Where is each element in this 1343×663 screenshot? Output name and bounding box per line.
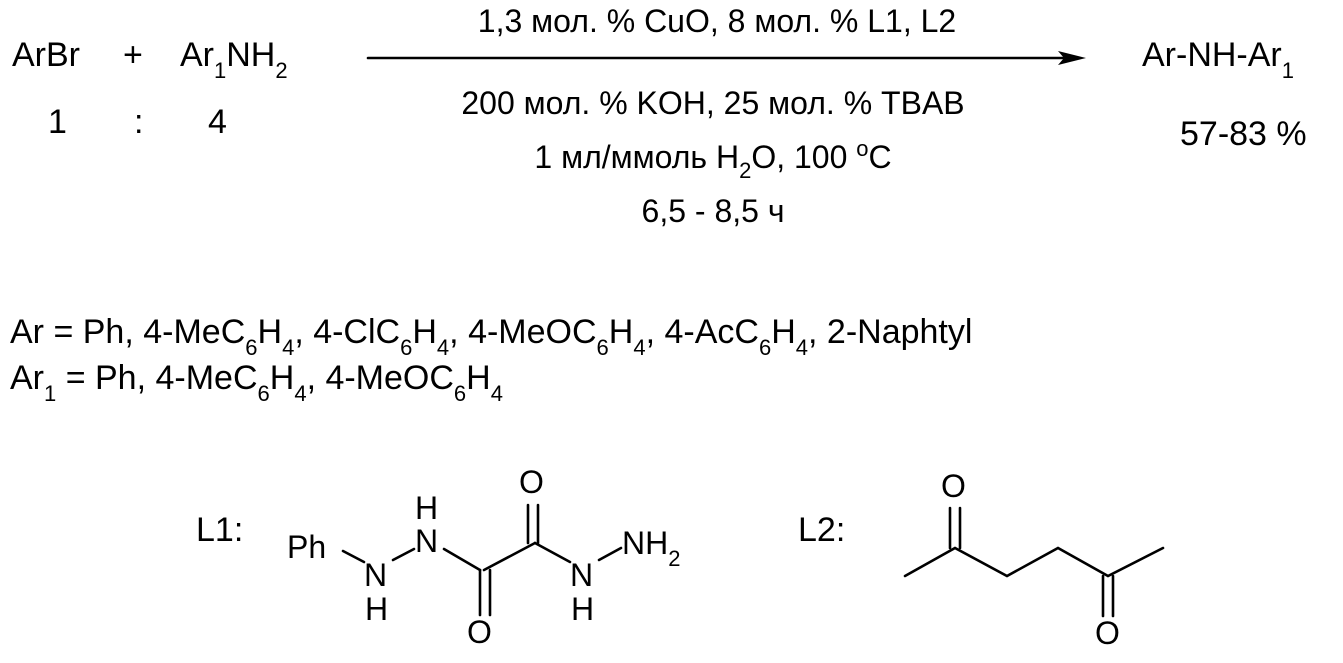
ar-def-part: Ar = Ph, 4-MeC	[10, 313, 245, 351]
ligand-l2-structure: L2: O O	[798, 468, 1165, 651]
ar-def-sub: 6	[759, 335, 771, 360]
product-main: Ar-NH-Ar	[1142, 36, 1282, 74]
ar1-def-sub: 1	[44, 381, 56, 406]
l1-bond-ph-n1	[341, 549, 366, 564]
l2-carbonyl-oxygen-2: O	[1095, 615, 1120, 651]
ar-def-part: , 2-Naphtyl	[808, 313, 972, 351]
l1-amino-subscript: 2	[668, 546, 680, 571]
l1-phenyl-group: Ph	[287, 529, 326, 565]
ar-def-sub: 4	[633, 335, 645, 360]
l1-bond-n1-n2	[391, 547, 416, 562]
l1-hydrogen-2: H	[415, 490, 438, 526]
conditions-line-2-mid: O, 100	[751, 139, 856, 175]
l1-carbonyl-oxygen-2: O	[519, 464, 544, 500]
l1-carbonyl-oxygen-1: O	[467, 614, 492, 650]
arylamine-subscript-2: 2	[275, 58, 287, 83]
ar-def-part: , 4-AcC	[646, 313, 759, 351]
ar-def-sub: 6	[597, 335, 609, 360]
ratio-left: 1	[48, 103, 67, 141]
ar-def-part: H	[609, 313, 634, 351]
arylamine-ar: Ar	[180, 36, 214, 74]
product-subscript: 1	[1282, 58, 1294, 83]
ligand-l2-label: L2:	[798, 511, 845, 549]
l2-carbon-chain	[903, 546, 1165, 578]
conditions-line-2-sub: 2	[739, 158, 751, 183]
l2-carbonyl-oxygen-1: O	[941, 468, 966, 504]
l1-bond-c1-c2	[482, 541, 537, 572]
ar1-def-part: , 4-MeOC	[307, 359, 454, 397]
reaction-arrow-head	[1058, 51, 1086, 65]
ar-def-part: , 4-ClC	[294, 313, 400, 351]
ar1-def-sub: 6	[454, 381, 466, 406]
l1-bond-c2-n3	[533, 541, 572, 564]
ar-def-sub: 4	[796, 335, 808, 360]
l1-bond-n3-n4	[597, 546, 623, 562]
ar-def-sub: 4	[282, 335, 294, 360]
conditions-line-3: 6,5 - 8,5 ч	[642, 193, 785, 229]
l1-nitrogen-3: N	[570, 557, 593, 593]
ligand-l1-structure: L1: Ph N H H N O O N H NH2	[196, 464, 680, 650]
ar1-def-part: H	[466, 359, 491, 397]
product-yield: 57-83 %	[1180, 115, 1307, 153]
conditions-line-2-post: C	[869, 139, 892, 175]
reactant-aryl-bromide: ArBr	[12, 36, 80, 74]
l1-amino-nh: NH	[622, 525, 668, 561]
ar1-def-part: H	[270, 359, 295, 397]
arylamine-subscript-1: 1	[214, 58, 226, 83]
conditions-above-arrow: 1,3 мол. % CuO, 8 мол. % L1, L2	[478, 3, 956, 39]
ar-definition: Ar = Ph, 4-MeC6H4, 4-ClC6H4, 4-MeOC6H4, …	[10, 313, 972, 360]
ar-def-sub: 4	[437, 335, 449, 360]
ratio-right: 4	[208, 103, 227, 141]
conditions-line-2-pre: 1 мл/ммоль H	[534, 139, 739, 175]
l1-hydrogen-1: H	[365, 591, 388, 627]
ar1-def-sub: 4	[294, 381, 306, 406]
ar1-def-sub: 4	[491, 381, 503, 406]
product: Ar-NH-Ar1	[1142, 36, 1294, 83]
l1-amino-group: NH2	[622, 525, 680, 571]
plus-sign: +	[123, 36, 143, 74]
conditions-line-2-sup: o	[856, 136, 868, 161]
l1-nitrogen-2: N	[415, 523, 438, 559]
ar1-def-sub: 6	[258, 381, 270, 406]
ar-def-part: , 4-MeOC	[449, 313, 596, 351]
arylamine-nh: NH	[226, 36, 275, 74]
conditions-line-2: 1 мл/ммоль H2O, 100 oC	[534, 136, 891, 183]
l1-bond-n2-c1	[442, 547, 482, 572]
ligand-l1-label: L1:	[196, 511, 243, 549]
ar-def-part: H	[412, 313, 437, 351]
ar-def-part: H	[771, 313, 796, 351]
ar1-definition: Ar1 = Ph, 4-MeC6H4, 4-MeOC6H4	[10, 359, 503, 406]
ar1-def-part: = Ph, 4-MeC	[56, 359, 257, 397]
l1-nitrogen-1: N	[364, 557, 387, 593]
ar1-def-part: Ar	[10, 359, 44, 397]
ar-def-sub: 6	[245, 335, 257, 360]
l1-hydrogen-3: H	[571, 591, 594, 627]
ar-def-part: H	[258, 313, 283, 351]
reactant-arylamine: Ar1NH2	[180, 36, 288, 83]
ratio-colon: :	[134, 103, 143, 141]
conditions-line-1: 200 мол. % KOH, 25 мол. % TBAB	[461, 85, 964, 121]
ar-def-sub: 6	[400, 335, 412, 360]
